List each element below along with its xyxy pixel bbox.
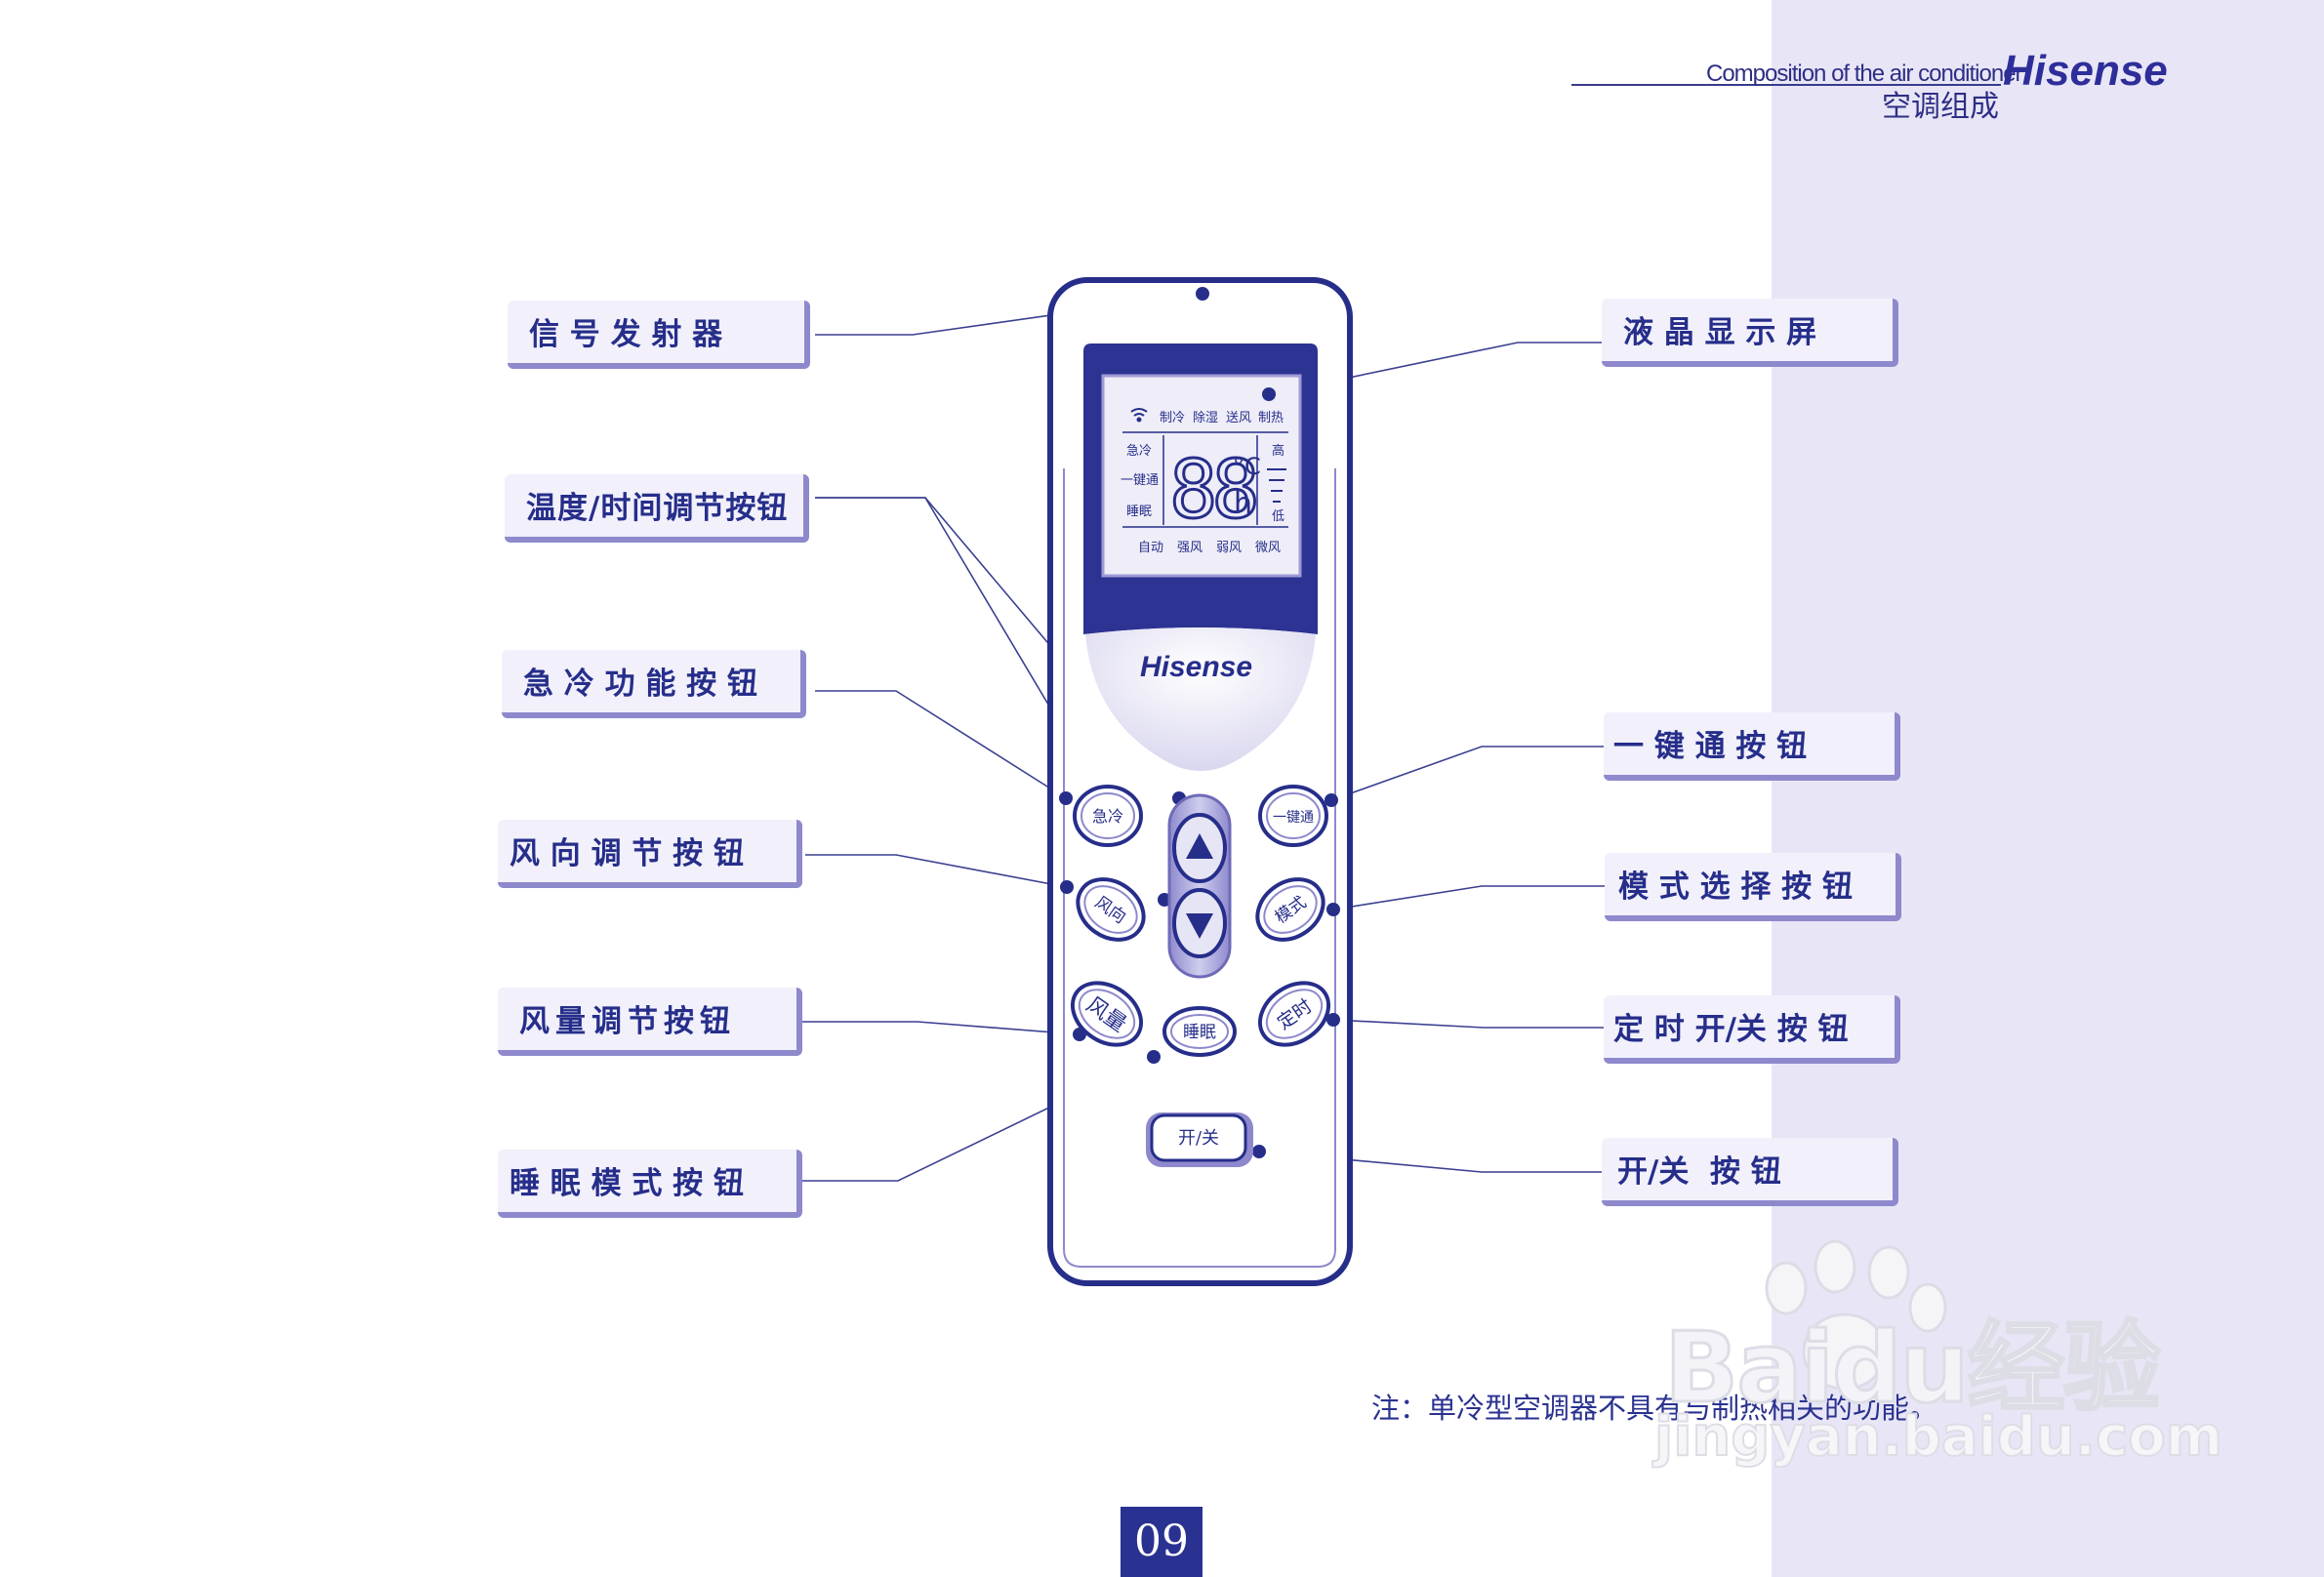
lcd-indicator-0: 急冷 bbox=[1126, 444, 1152, 459]
lcd-indicator-2: 睡眠 bbox=[1126, 505, 1152, 519]
watermark-logo: Baidu经验 bbox=[1663, 1310, 2163, 1427]
lcd-fan-speed-0: 自动 bbox=[1138, 541, 1163, 555]
lcd-mode-0: 制冷 bbox=[1160, 411, 1185, 425]
quick-cool-button[interactable]: 急冷 bbox=[1073, 785, 1143, 847]
footnote: 注：单冷型空调器不具有与制热相关的功能。 bbox=[1371, 1392, 1938, 1425]
lcd-indicator-1: 一键通 bbox=[1121, 473, 1159, 488]
power-button[interactable]: 开/关 bbox=[1146, 1112, 1253, 1167]
lcd-fan-low: 低 bbox=[1272, 509, 1284, 524]
watermark-url: jingyan.baidu.com bbox=[1653, 1404, 2223, 1470]
logo-area bbox=[1085, 627, 1316, 771]
lcd-mode-1: 除湿 bbox=[1193, 411, 1218, 425]
label-timer-button: 定 时 开/关 按 钮 bbox=[1604, 995, 1900, 1064]
label-temp-time-button: 温度/时间调节按钮 bbox=[505, 474, 809, 543]
quick-cool-label: 急冷 bbox=[1092, 807, 1123, 826]
lcd-mode-2: 送风 bbox=[1226, 411, 1251, 425]
remote-inner-outline bbox=[1063, 468, 1336, 1268]
label-quick-cool-button: 急 冷 功 能 按 钮 bbox=[502, 650, 806, 718]
arrow-up-icon[interactable] bbox=[1186, 833, 1213, 859]
baidu-paw-watermark bbox=[1765, 1239, 1947, 1391]
header-brand-logo: Hisense bbox=[2003, 47, 2168, 95]
lcd-unit-temp: °C bbox=[1233, 453, 1261, 480]
anchor-dots bbox=[1059, 287, 1340, 1158]
page-number: 09 bbox=[1121, 1507, 1203, 1577]
mode-button[interactable]: 模式 bbox=[1245, 867, 1334, 951]
lcd-digits: 88 bbox=[1169, 444, 1255, 537]
lcd-fan-speed-2: 弱风 bbox=[1216, 541, 1242, 555]
label-sleep-button: 睡 眠 模 式 按 钮 bbox=[498, 1150, 802, 1218]
lcd-fan-speed-1: 强风 bbox=[1177, 541, 1203, 555]
lcd-content: 制冷 除湿 送风 制热 急冷 一键通 睡眠 88 °C h 高 低 自动 强风 … bbox=[1121, 408, 1288, 555]
side-band bbox=[1772, 0, 2324, 1577]
lcd-fan-bars bbox=[1267, 468, 1286, 503]
power-label: 开/关 bbox=[1178, 1128, 1219, 1149]
lcd-fan-high: 高 bbox=[1272, 443, 1284, 459]
label-lcd-screen: 液 晶 显 示 屏 bbox=[1602, 299, 1898, 367]
remote-brand-logo: Hisense bbox=[1140, 651, 1252, 683]
signal-icon bbox=[1130, 408, 1148, 423]
one-touch-label: 一键通 bbox=[1273, 810, 1314, 826]
leader-lines bbox=[800, 293, 1606, 1182]
header-title-zh: 空调组成 bbox=[1882, 90, 1999, 124]
label-power-button: 开/关 按 钮 bbox=[1602, 1138, 1898, 1206]
label-signal-emitter: 信 号 发 射 器 bbox=[508, 301, 810, 369]
timer-button[interactable]: 定时 bbox=[1248, 970, 1340, 1057]
header-title-en: Composition of the air conditioner bbox=[1706, 61, 2023, 87]
lcd-fan-speed-3: 微风 bbox=[1255, 541, 1281, 555]
label-one-touch-button: 一 键 通 按 钮 bbox=[1604, 712, 1900, 781]
header-rule bbox=[1571, 84, 2001, 86]
fan-speed-button[interactable]: 风量 bbox=[1061, 970, 1153, 1057]
lcd-mode-3: 制热 bbox=[1258, 411, 1284, 425]
temp-time-rocker[interactable] bbox=[1167, 793, 1232, 979]
label-wind-direction-button: 风 向 调 节 按 钮 bbox=[498, 820, 802, 888]
label-fan-speed-button: 风量调节按钮 bbox=[498, 988, 802, 1056]
label-mode-button: 模 式 选 择 按 钮 bbox=[1605, 853, 1901, 921]
sleep-label: 睡眠 bbox=[1183, 1023, 1216, 1042]
wind-direction-button[interactable]: 风向 bbox=[1066, 867, 1155, 951]
sleep-button[interactable]: 睡眠 bbox=[1162, 1006, 1237, 1057]
lcd-unit-time: h bbox=[1234, 487, 1252, 521]
arrow-down-icon[interactable] bbox=[1186, 913, 1213, 939]
one-touch-button[interactable]: 一键通 bbox=[1258, 785, 1328, 847]
